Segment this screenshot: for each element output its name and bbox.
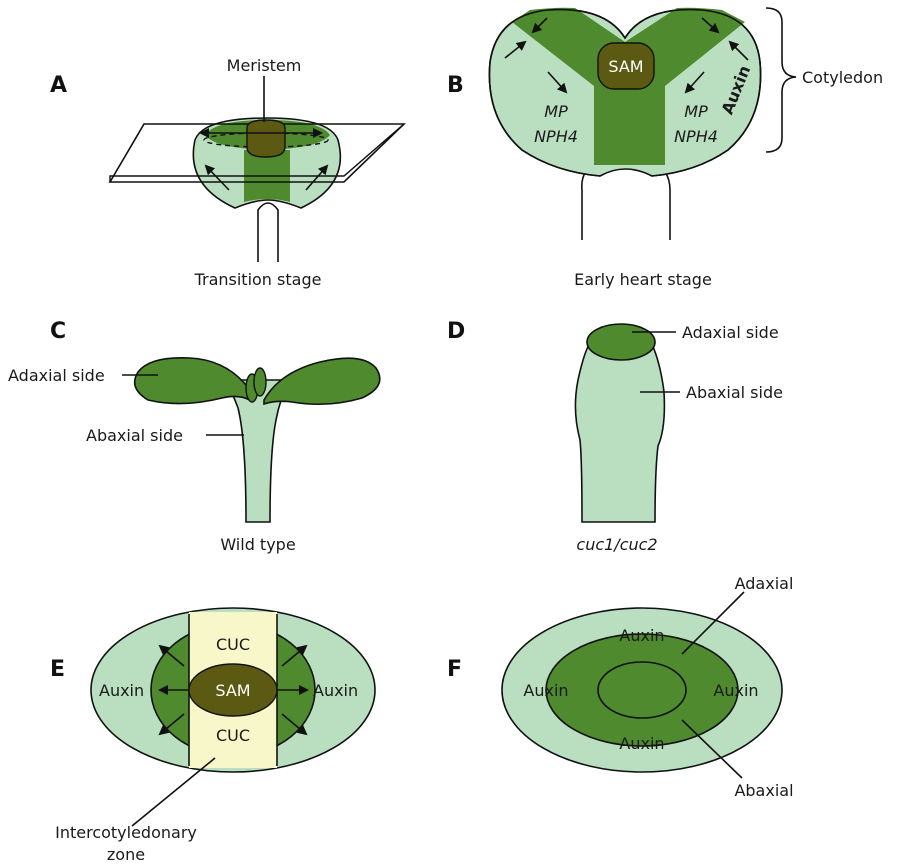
- panel-d-abaxial-label: Abaxial side: [686, 383, 783, 402]
- panel-b-cotyledon-label: Cotyledon: [802, 68, 883, 87]
- panel-b-letter: B: [447, 73, 464, 98]
- panel-b-cotyledon-brace: [766, 8, 796, 152]
- panel-e-auxin-left: Auxin: [99, 681, 144, 700]
- panel-f-adaxial-label: Adaxial: [735, 574, 794, 593]
- panel-b-right-gene-mp: MP: [684, 102, 708, 121]
- panel-d: D Adaxial side Abaxial side cuc1/cuc2: [447, 319, 783, 554]
- panel-e-zone-label-2: zone: [107, 845, 145, 864]
- panel-c: C Adaxial side Abaxial side Wild type: [8, 319, 380, 554]
- panel-b-left-gene-nph4: NPH4: [534, 127, 578, 146]
- panel-f-letter: F: [447, 657, 462, 682]
- panel-e-cuc-bottom: CUC: [216, 726, 250, 745]
- panel-f: F Auxin Auxin Auxin Auxin Adaxial Abaxia…: [447, 574, 794, 800]
- panel-a-caption: Transition stage: [194, 270, 322, 289]
- panel-d-caption: cuc1/cuc2: [576, 535, 657, 554]
- panel-e-zone-label-1: Intercotyledonary: [55, 823, 197, 842]
- panel-f-auxin-right: Auxin: [713, 681, 758, 700]
- panel-c-caption: Wild type: [220, 535, 295, 554]
- panel-c-letter: C: [50, 319, 66, 344]
- panel-d-adaxial-label: Adaxial side: [682, 323, 779, 342]
- panel-f-auxin-bottom: Auxin: [619, 734, 664, 753]
- panel-a-stem: [258, 203, 278, 262]
- panel-d-letter: D: [447, 319, 465, 344]
- panel-c-right-cotyledon: [264, 358, 380, 404]
- panel-d-body: [575, 340, 664, 522]
- panel-f-abaxial-label: Abaxial: [734, 781, 793, 800]
- panel-f-auxin-top: Auxin: [619, 626, 664, 645]
- panel-a-meristem-label: Meristem: [227, 56, 302, 75]
- panel-e-auxin-right: Auxin: [313, 681, 358, 700]
- panel-b-sam-label: SAM: [608, 57, 643, 76]
- panel-c-leaf-primordium-2: [254, 368, 266, 396]
- panel-c-abaxial-label: Abaxial side: [86, 426, 183, 445]
- panel-e-zone-leader: [132, 758, 215, 826]
- panel-c-adaxial-label: Adaxial side: [8, 366, 105, 385]
- panel-b-caption: Early heart stage: [574, 270, 712, 289]
- panel-f-auxin-left: Auxin: [523, 681, 568, 700]
- panel-a-letter: A: [50, 73, 67, 98]
- panel-e-letter: E: [50, 657, 65, 682]
- panel-e: E SAM CUC CUC Auxin Auxin Intercotyledon…: [50, 608, 375, 864]
- panel-e-sam-label: SAM: [215, 681, 250, 700]
- panel-b-right-gene-nph4: NPH4: [674, 127, 718, 146]
- panel-d-adaxial-disc: [587, 324, 655, 360]
- panel-f-inner: [598, 662, 686, 718]
- panel-e-cuc-top: CUC: [216, 635, 250, 654]
- panel-a: A Meristem Transition stage: [50, 56, 404, 289]
- panel-a-meristem: [247, 120, 285, 157]
- panel-b-left-gene-mp: MP: [544, 102, 568, 121]
- panel-b: B SAM MP NPH4 MP NPH4 Auxin Cotyledon Ea…: [447, 8, 883, 289]
- panel-c-left-cotyledon: [135, 358, 250, 404]
